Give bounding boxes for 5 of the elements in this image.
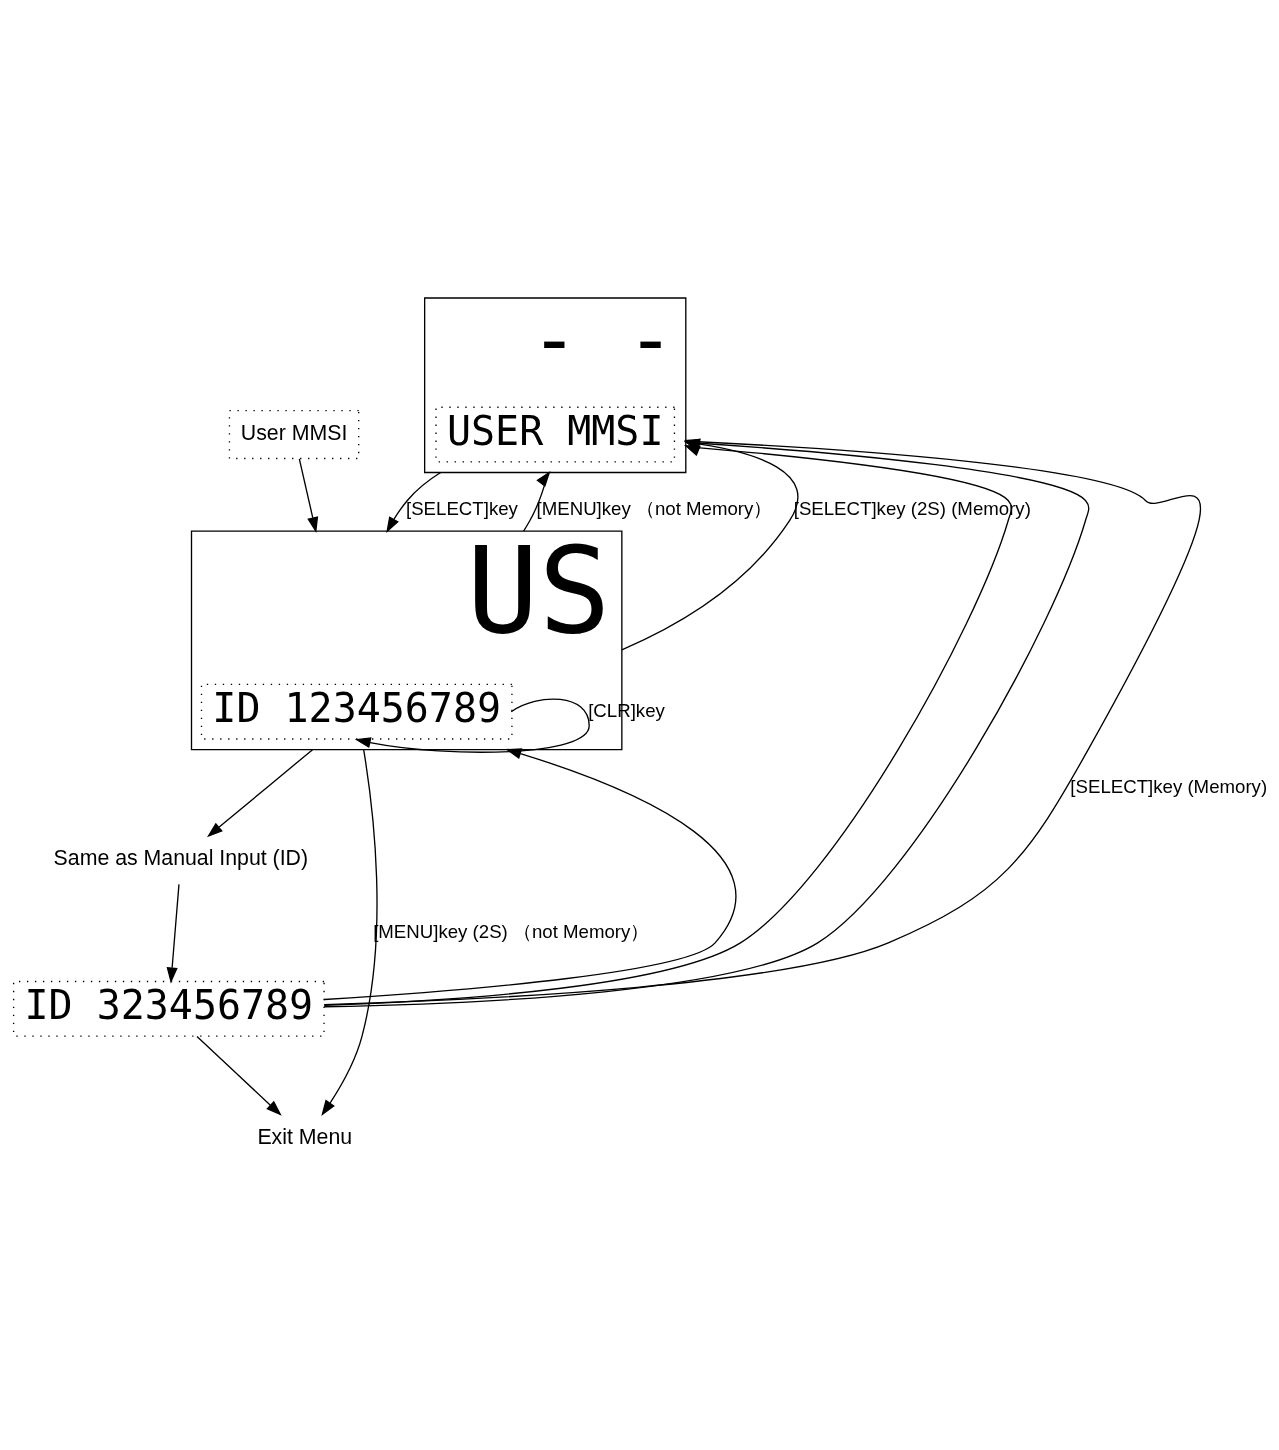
edge-label: [SELECT]key (Memory) (1070, 775, 1268, 797)
edge-label: [MENU]key （not Memory） (536, 498, 773, 520)
node-text: Same as Manual Input (ID) (53, 846, 309, 871)
edge-label: [SELECT]key (406, 498, 518, 520)
node-text: Exit Menu (257, 1124, 353, 1149)
